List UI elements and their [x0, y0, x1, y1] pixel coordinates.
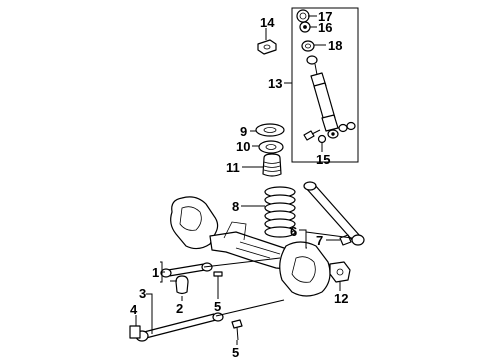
callout-10: 10 — [236, 139, 250, 154]
callout-18: 18 — [328, 38, 342, 53]
callout-3: 3 — [139, 286, 146, 301]
callout-9: 9 — [240, 124, 247, 139]
leader-lines — [135, 15, 353, 345]
shock-absorber-assembly-box — [291, 7, 359, 163]
bushing-2 — [175, 275, 189, 295]
upper-spring-insulator — [255, 123, 285, 137]
callout-17: 17 — [318, 9, 332, 24]
bolt-5-upper — [213, 271, 223, 292]
lateral-control-rod — [160, 257, 281, 278]
callout-2: 2 — [176, 301, 183, 316]
callout-14: 14 — [260, 15, 275, 30]
shock-lower-bushings — [338, 121, 356, 133]
shock-upper-nut — [299, 21, 311, 33]
shock-absorber — [310, 63, 339, 139]
shock-stem-washer — [306, 55, 318, 65]
callout-16: 16 — [318, 20, 332, 35]
shock-bushing — [301, 40, 315, 52]
callout-12: 12 — [334, 291, 348, 306]
bushing-4 — [129, 325, 141, 339]
shock-lower-nut — [317, 134, 327, 144]
bolt-5-lower — [231, 319, 243, 341]
shock-lower-bolt — [303, 129, 321, 141]
callout-15: 15 — [316, 152, 330, 167]
callout-5-upper: 5 — [214, 299, 221, 314]
callout-6: 6 — [290, 224, 297, 239]
callout-7: 7 — [316, 233, 323, 248]
coil-spring — [264, 186, 296, 238]
callouts: 17 16 14 18 13 9 10 11 15 8 6 7 12 1 2 5… — [130, 9, 348, 360]
shock-upper-bracket — [257, 39, 277, 55]
callout-11: 11 — [226, 160, 240, 175]
upper-control-arm — [303, 181, 365, 246]
lower-control-arm — [135, 299, 285, 342]
bracket-12 — [329, 261, 351, 283]
callout-8: 8 — [232, 199, 239, 214]
callout-4: 4 — [130, 302, 138, 317]
bump-stopper — [262, 153, 282, 177]
callout-5-lower: 5 — [232, 345, 239, 360]
shock-upper-washer — [296, 9, 310, 23]
callout-13: 13 — [268, 76, 282, 91]
spring-seat-upper — [258, 140, 284, 154]
callout-1: 1 — [152, 265, 159, 280]
rear-axle-housing — [170, 196, 331, 297]
